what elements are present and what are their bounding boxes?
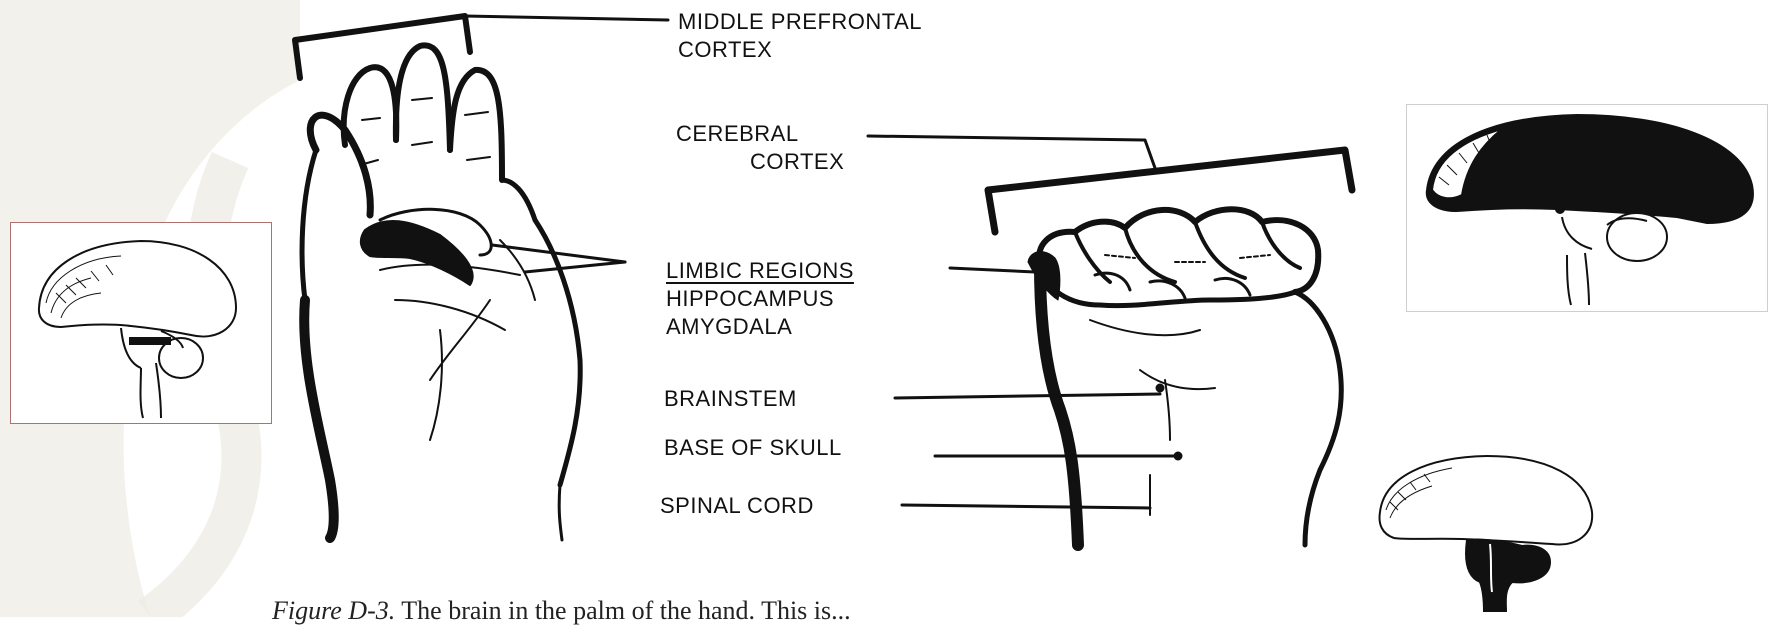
brainstem-leader	[895, 394, 1160, 398]
label-brainstem: BRAINSTEM	[664, 385, 797, 413]
label-cerebral-1: CEREBRAL	[676, 120, 799, 148]
label-hippocampus: HIPPOCAMPUS	[666, 285, 834, 313]
limbic-leader-2	[525, 262, 625, 272]
cerebral-bracket	[988, 150, 1352, 232]
brain-brainstem-icon	[1372, 452, 1602, 612]
label-spinal-cord: SPINAL CORD	[660, 492, 814, 520]
figure-caption: Figure D-3. The brain in the palm of the…	[272, 596, 851, 626]
label-limbic-regions: LIMBIC REGIONS	[666, 257, 854, 285]
label-middle-prefrontal-1: MIDDLE PREFRONTAL	[678, 8, 922, 36]
caption-figure-number: Figure D-3.	[272, 596, 395, 625]
prefrontal-leader	[465, 16, 668, 20]
inset-limbic-brain	[10, 222, 272, 424]
label-cerebral-2: CORTEX	[750, 148, 844, 176]
spinal-leader	[902, 505, 1150, 508]
fist	[1028, 209, 1341, 545]
label-middle-prefrontal-2: CORTEX	[678, 36, 772, 64]
cerebral-leader	[868, 136, 1155, 168]
brain-cortex-icon	[1407, 105, 1767, 311]
brain-limbic-icon	[11, 223, 271, 423]
limbic-fist-leader	[950, 268, 1035, 272]
label-base-of-skull: BASE OF SKULL	[664, 434, 842, 462]
inset-cortex-brain	[1406, 104, 1768, 312]
limbic-thumb-fill	[361, 221, 473, 285]
label-amygdala: AMYGDALA	[666, 313, 792, 341]
caption-text: The brain in the palm of the hand. This …	[401, 596, 850, 625]
open-hand	[302, 45, 580, 540]
